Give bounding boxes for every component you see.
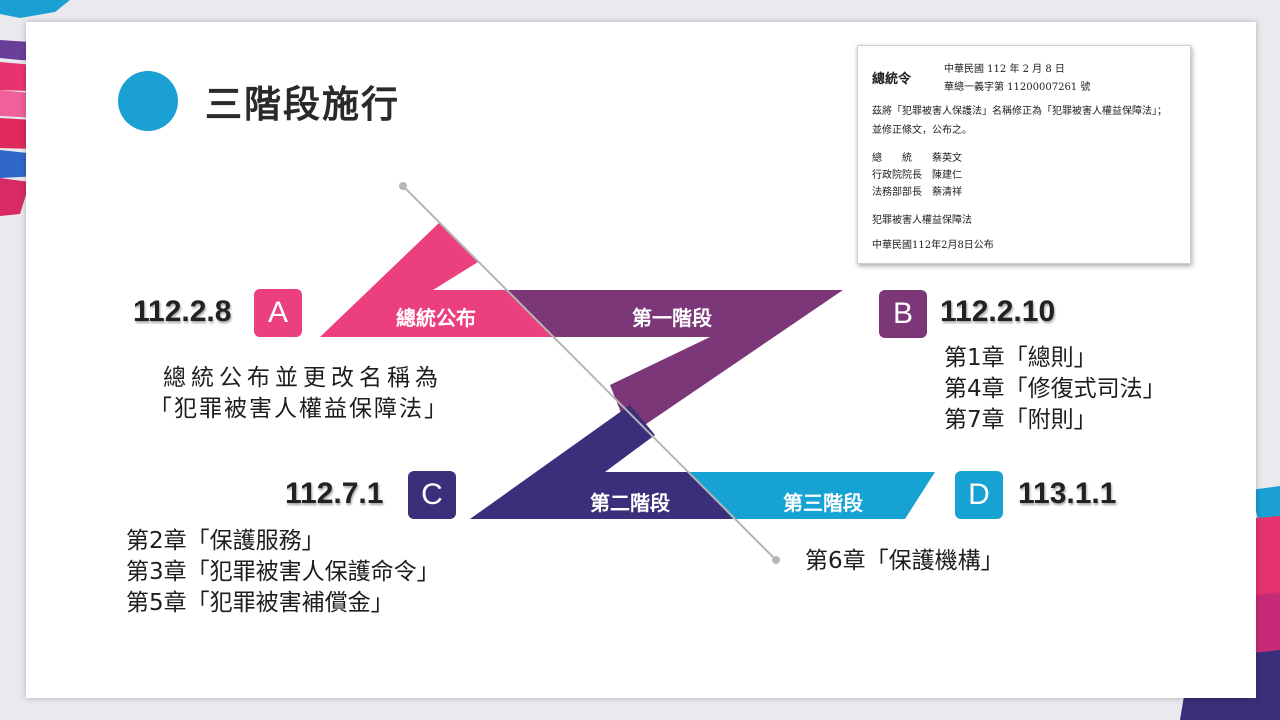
- stage-c-desc-line: 第2章「保護服務」: [126, 528, 325, 554]
- diagonal-line-end-dot: [772, 556, 780, 564]
- decree-body-line: 並修正條文，公布之。: [872, 125, 972, 136]
- stage-b-badge: B: [879, 290, 927, 338]
- stage-a-description: 總統公布並更改名稱為 「犯罪被害人權益保障法」: [149, 363, 449, 425]
- title-bullet-circle: [118, 71, 178, 131]
- decree-body-line: 茲將「犯罪被害人保護法」名稱修正為「犯罪被害人權益保障法」；: [872, 106, 1167, 117]
- stage-d-date: 113.1.1: [1018, 477, 1117, 510]
- band-label-d: 第三階段: [783, 491, 863, 515]
- stage-d-badge: D: [955, 471, 1003, 519]
- band-purple: [505, 290, 843, 435]
- stage-d-description: 第6章「保護機構」: [805, 546, 1004, 577]
- stage-d-desc-line: 第6章「保護機構」: [805, 548, 1004, 574]
- decree-signatory-name: 蔡英文: [932, 153, 962, 164]
- stage-a-badge: A: [254, 289, 302, 337]
- decree-promulgated: 中華民國112年2月8日公布: [872, 240, 994, 251]
- band-blue: [690, 472, 935, 519]
- stage-b-desc-line: 第4章「修復式司法」: [944, 376, 1166, 402]
- presidential-decree-document: 總統令 中華民國 112 年 2 月 8 日 華總一義字第 1120000726…: [857, 45, 1191, 264]
- diagonal-line: [402, 185, 777, 561]
- stage-c-desc-line: 第3章「犯罪被害人保護命令」: [126, 559, 440, 585]
- decree-date-line: 中華民國 112 年 2 月 8 日: [944, 64, 1065, 75]
- stage-a-date: 112.2.8: [133, 295, 232, 328]
- band-navy: [470, 405, 733, 519]
- page-title: 三階段施行: [205, 83, 400, 126]
- band-label-a: 總統公布: [396, 306, 476, 330]
- decree-signatory-title: 法務部部長: [872, 187, 922, 198]
- stage-c-description: 第2章「保護服務」 第3章「犯罪被害人保護命令」 第5章「犯罪被害補償金」: [126, 526, 440, 619]
- decree-signatory-name: 蔡清祥: [932, 187, 962, 198]
- band-pink: [320, 222, 555, 337]
- stage-b-desc-line: 第1章「總則」: [944, 345, 1097, 371]
- decree-signatory-name: 陳建仁: [932, 170, 962, 181]
- stage-a-desc-line: 總統公布並更改名稱為: [163, 365, 443, 391]
- diagonal-line-start-dot: [399, 182, 407, 190]
- decree-signatory-title: 行政院院長: [872, 170, 922, 181]
- band-label-b: 第一階段: [632, 306, 712, 330]
- stage-c-badge: C: [408, 471, 456, 519]
- decree-heading: 總統令: [872, 72, 912, 87]
- decree-signatory-title: 總 統: [872, 153, 912, 164]
- stage-b-desc-line: 第7章「附則」: [944, 407, 1097, 433]
- decree-law-name: 犯罪被害人權益保障法: [872, 215, 972, 226]
- stage-b-date: 112.2.10: [940, 295, 1056, 328]
- stage-b-description: 第1章「總則」 第4章「修復式司法」 第7章「附則」: [944, 343, 1166, 436]
- band-label-c: 第二階段: [590, 491, 670, 515]
- stage-a-desc-line: 「犯罪被害人權益保障法」: [149, 396, 449, 422]
- decree-number-line: 華總一義字第 11200007261 號: [944, 82, 1091, 93]
- stage-c-date: 112.7.1: [285, 477, 384, 510]
- stage-c-desc-line: 第5章「犯罪被害補償金」: [126, 590, 394, 616]
